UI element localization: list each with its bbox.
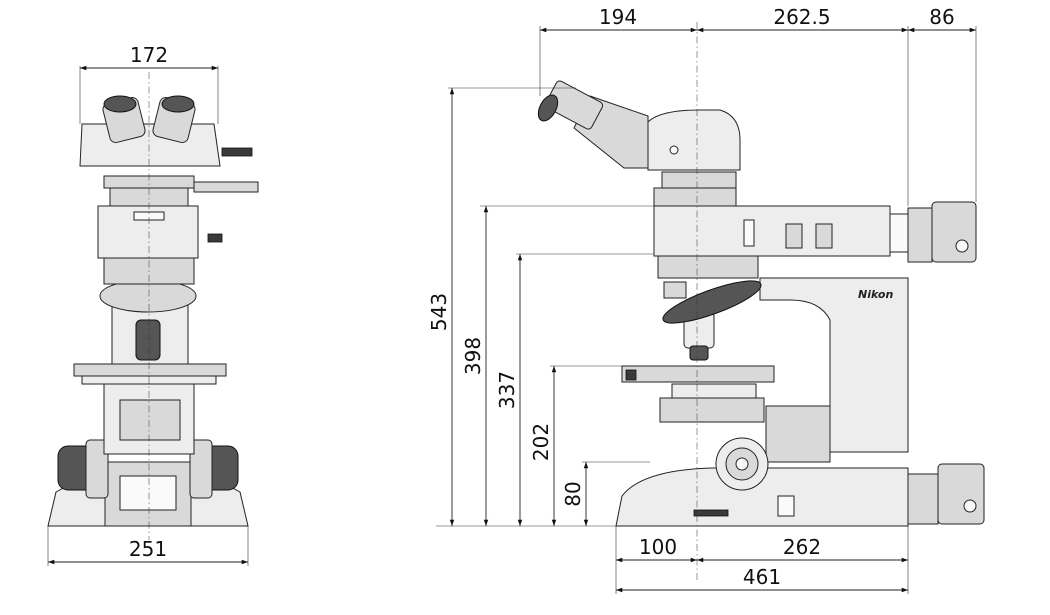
- height-337: 337: [495, 371, 519, 409]
- bottom-dim-100: 100: [639, 535, 677, 559]
- brand-logo: Nikon: [858, 288, 893, 301]
- side-view: Nikon: [427, 5, 985, 594]
- front-width-top: 172: [130, 43, 168, 67]
- height-202: 202: [529, 423, 553, 461]
- front-view: 172 251: [47, 43, 259, 566]
- top-dim-86: 86: [929, 5, 954, 29]
- front-width-base: 251: [129, 537, 167, 561]
- height-80: 80: [561, 481, 585, 506]
- length-461: 461: [743, 565, 781, 589]
- bottom-dim-262: 262: [783, 535, 821, 559]
- top-dim-262-5: 262.5: [773, 5, 830, 29]
- height-398: 398: [461, 337, 485, 375]
- top-dim-194: 194: [599, 5, 637, 29]
- height-543: 543: [427, 293, 451, 331]
